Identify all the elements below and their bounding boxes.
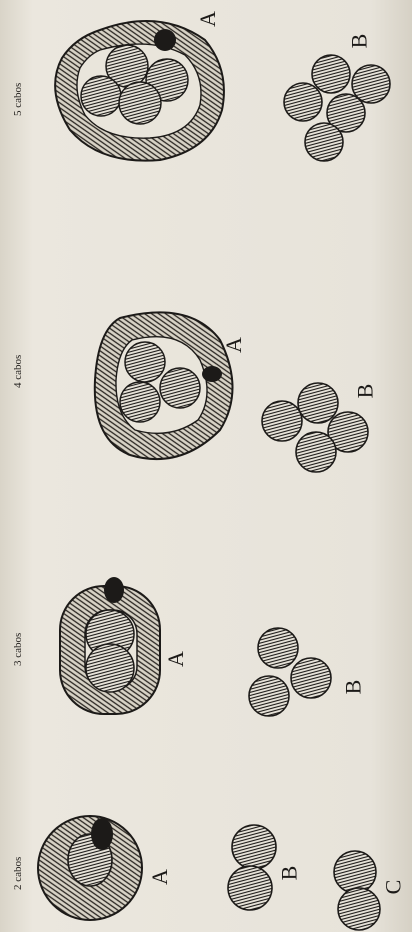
label-5-cabos: 5 cabos bbox=[12, 83, 24, 116]
letter-5a: A bbox=[197, 11, 219, 27]
label-2-cabos: 2 cabos bbox=[12, 857, 24, 890]
letter-2c: C bbox=[382, 880, 404, 895]
group-2-cabos bbox=[38, 816, 380, 930]
letter-2b: B bbox=[278, 866, 300, 881]
figure-4a-sheathed-cable bbox=[95, 312, 233, 459]
label-4-cabos: 4 cabos bbox=[12, 355, 24, 388]
figure-5b-five-cores bbox=[284, 55, 390, 161]
letter-3b: B bbox=[342, 680, 364, 695]
figure-3b-three-cores bbox=[249, 628, 331, 716]
label-3-cabos: 3 cabos bbox=[12, 633, 24, 666]
figure-2a-sheathed-cable bbox=[38, 816, 142, 920]
figure-2c-paired-cores bbox=[334, 851, 380, 930]
group-3-cabos bbox=[60, 577, 331, 716]
figure-3a-sheathed-cable bbox=[60, 577, 160, 714]
letter-3a: A bbox=[165, 651, 187, 667]
letter-2a: A bbox=[149, 869, 171, 885]
figure-5a-sheathed-cable bbox=[55, 21, 224, 161]
letter-5b: B bbox=[348, 34, 370, 49]
figure-2b-two-cores bbox=[228, 825, 276, 910]
letter-4b: B bbox=[354, 384, 376, 399]
group-5-cabos bbox=[55, 21, 390, 161]
letter-4a: A bbox=[223, 337, 245, 353]
